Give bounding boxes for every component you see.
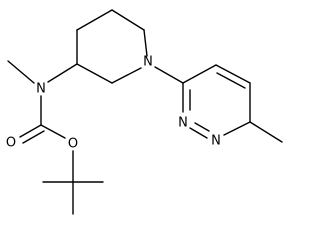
atom-n-pyridazine-2: N [178, 116, 188, 131]
atom-o-ester: O [68, 137, 78, 152]
bond-pyr-n1-n2-inner [194, 122, 210, 132]
bond-carbonyl-o-2 [22, 130, 45, 144]
atom-n-piperidine: N [143, 55, 153, 70]
bond-npip-pyridazine [154, 66, 184, 84]
bond-pyr-c3-c4 [182, 64, 217, 84]
bond-ring-c4-c5 [76, 9, 113, 31]
atom-n-amine: N [36, 82, 46, 97]
bond-n-methyl [7, 60, 35, 84]
bond-ring-n-c2 [111, 67, 142, 84]
atom-n-pyridazine-1: N [211, 134, 221, 149]
bond-ring-c5-c6 [111, 9, 145, 31]
bond-carbonyl-o-1 [19, 124, 42, 138]
bond-pyr-c4-c5-inner [216, 72, 246, 89]
bond-pyr-methyl [249, 121, 283, 143]
bond-ring-c6-n [143, 29, 148, 57]
bond-ring-c2-c3 [76, 63, 113, 84]
molecule-structure-diagram: N N O O N N [6, 9, 283, 215]
bond-pyr-n1-n2-outer [189, 127, 208, 139]
bond-pyr-c4-c5-outer [215, 64, 251, 84]
bond-carbonyl-ester-o [40, 124, 66, 139]
bond-n-c3 [47, 63, 78, 83]
atom-o-carbonyl: O [6, 136, 16, 151]
bond-pyr-c6-n1 [223, 121, 251, 136]
bonds [7, 9, 283, 215]
atom-labels: N N O O N N [6, 55, 221, 152]
